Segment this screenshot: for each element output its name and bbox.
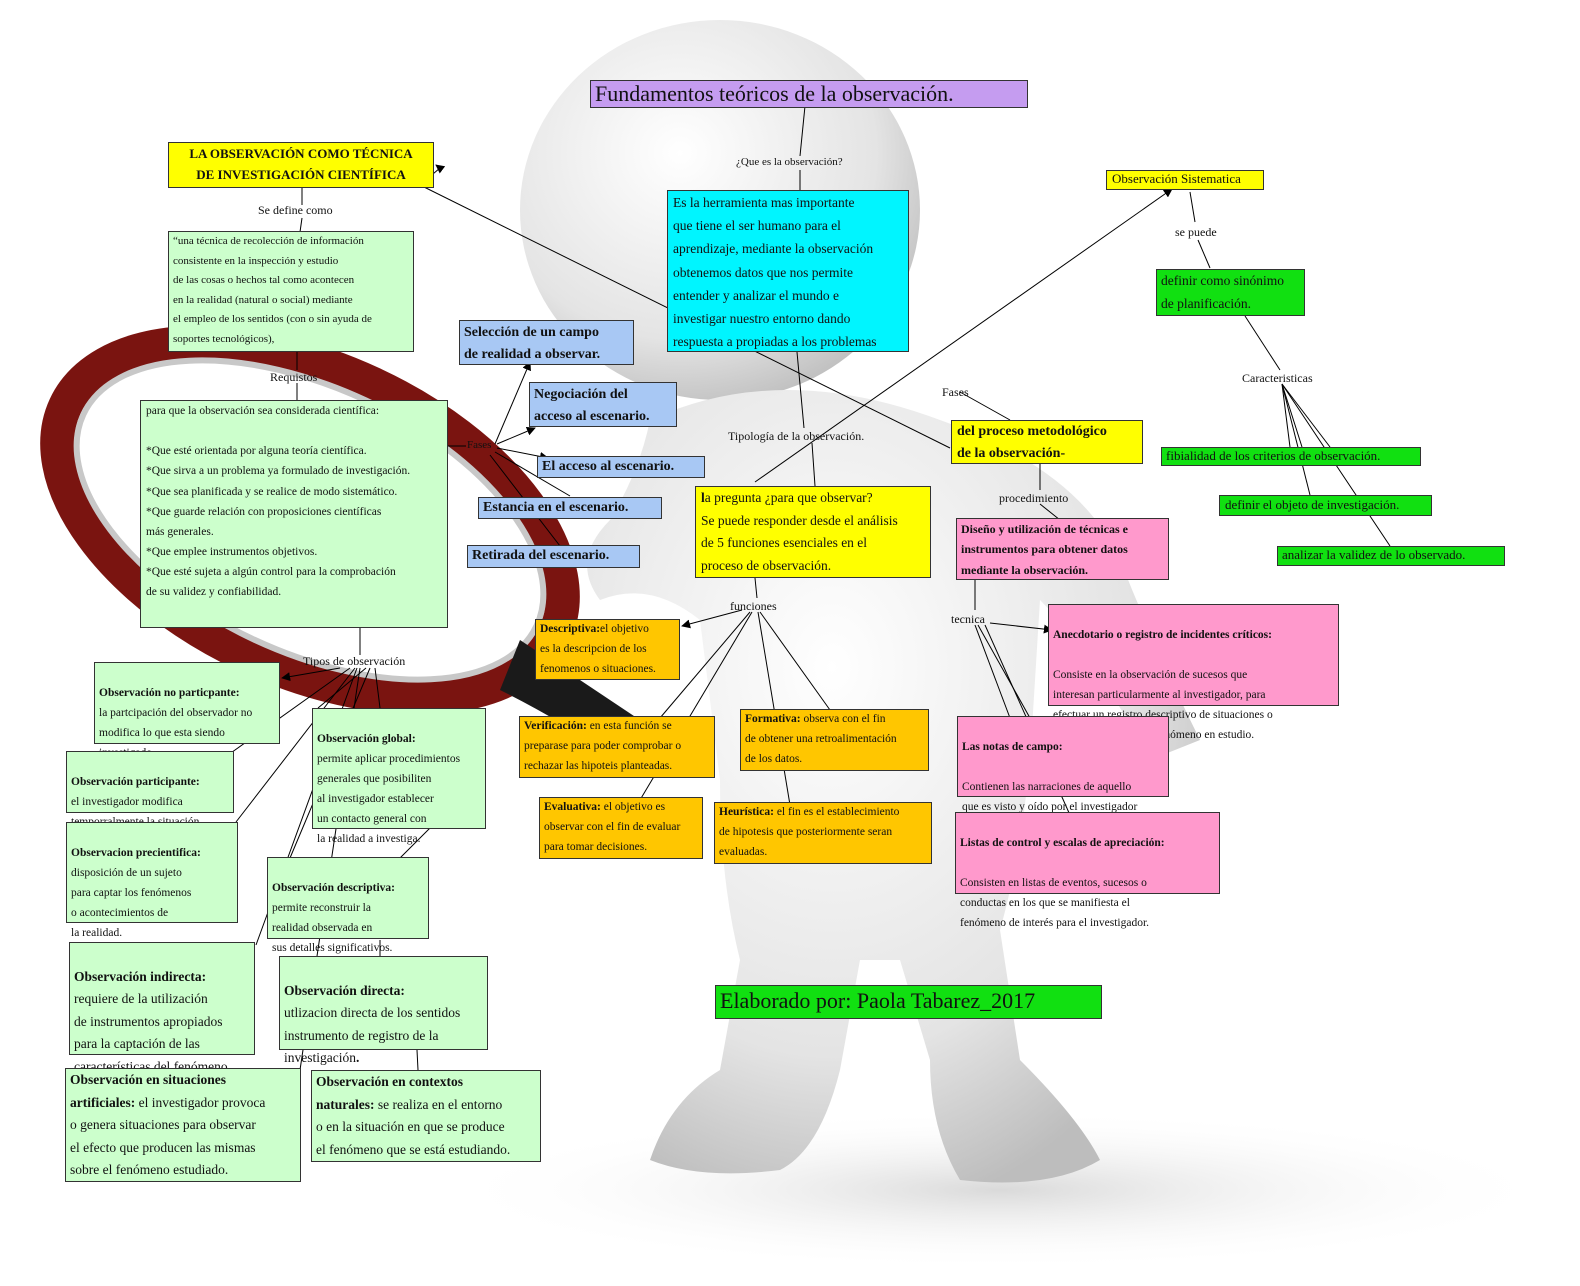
node-fase-2: Negociación del acceso al escenario. bbox=[529, 382, 677, 427]
node-descriptiva-obs: Observación descriptiva: permite reconst… bbox=[267, 857, 429, 954]
node-artificiales: Observación en situaciones artificiales:… bbox=[65, 1068, 301, 1182]
node-fase-3: El acceso al escenario. bbox=[537, 456, 705, 478]
link-label-tecnica: tecnica bbox=[951, 612, 985, 626]
link-label-tipos: Tipos de observación bbox=[303, 654, 406, 668]
node-descriptiva: Descriptiva:el objetivo es la descripcio… bbox=[535, 619, 680, 680]
node-planificacion: definir como sinónimo de planificación. bbox=[1156, 269, 1305, 316]
node-evaluativa-title: Evaluativa: bbox=[544, 801, 601, 813]
node-precientifica-text: disposición de un sujeto para captar los… bbox=[71, 867, 192, 939]
node-formativa-title: Formativa: bbox=[745, 713, 801, 725]
node-directa: Observación directa: utlizacion directa … bbox=[279, 956, 488, 1065]
node-listas: Listas de control y escalas de apreciaci… bbox=[955, 812, 1220, 929]
node-fase-1: Selección de un campo de realidad a obse… bbox=[459, 320, 634, 365]
node-descriptiva-obs-title: Observación descriptiva: bbox=[272, 882, 395, 894]
node-participante-title: Observación participante: bbox=[71, 776, 200, 788]
node-evaluativa-text: el objetivo es observar con el fin de ev… bbox=[544, 801, 681, 853]
link-label-tipologia: Tipología de la observación. bbox=[728, 429, 865, 443]
node-verificacion: Verificación: en esta función se prepara… bbox=[519, 716, 715, 778]
node-artificiales-title: Observación en situaciones artificiales: bbox=[70, 1072, 227, 1110]
node-global: Observación global: permite aplicar proc… bbox=[312, 708, 486, 845]
node-fase-5: Retirada del escenario. bbox=[467, 545, 640, 568]
node-participante: Observación participante: el investigado… bbox=[66, 751, 234, 828]
node-artificiales-text: el investigador provoca o genera situaci… bbox=[70, 1094, 266, 1178]
node-notas-title: Las notas de campo: bbox=[962, 741, 1063, 753]
node-formativa-text: observa con el fin de obtener una retroa… bbox=[745, 713, 897, 765]
node-heuristica-title: Heurística: bbox=[719, 806, 774, 818]
node-listas-text: Consisten en listas de eventos, sucesos … bbox=[960, 877, 1150, 929]
node-naturales-text: se realiza en el entorno o en la situaci… bbox=[316, 1096, 511, 1157]
node-global-title: Observación global: bbox=[317, 733, 416, 745]
node-requisitos: para que la observación sea considerada … bbox=[140, 400, 448, 628]
node-verificacion-text: en esta función se preparase para poder … bbox=[524, 720, 682, 772]
node-naturales-title: Observación en contextos naturales: bbox=[316, 1074, 463, 1112]
node-descriptiva-title: Descriptiva: bbox=[540, 623, 601, 635]
node-pregunta: la pregunta ¿para que observar? Se puede… bbox=[695, 486, 931, 578]
link-label-requistos: Requistos bbox=[270, 370, 318, 384]
node-precientifica: Observacion precientifica: disposición d… bbox=[66, 822, 238, 939]
node-naturales: Observación en contextos naturales: se r… bbox=[311, 1070, 541, 1162]
node-pregunta-prefix: l bbox=[701, 490, 705, 505]
node-pregunta-text: a pregunta ¿para que observar? Se puede … bbox=[701, 490, 898, 574]
node-fase-4: Estancia en el escenario. bbox=[478, 497, 662, 519]
author-credit: Elaborado por: Paola Tabarez_2017 bbox=[715, 985, 1102, 1019]
node-indirecta-title: Observación indirecta: bbox=[74, 968, 207, 984]
node-no-participante: Observación no particpante: la partcipac… bbox=[94, 662, 280, 759]
node-anecdotario-title: Anecdotario o registro de incidentes crí… bbox=[1053, 629, 1272, 641]
node-diseno: Diseño y utilización de técnicas e instr… bbox=[956, 518, 1169, 580]
node-anecdotario-text: Consiste en la observación de sucesos qu… bbox=[1053, 669, 1273, 741]
node-sistematica: Observación Sistematica bbox=[1106, 170, 1264, 190]
figure-body bbox=[587, 390, 1200, 1183]
link-label-funciones: funciones bbox=[730, 599, 777, 613]
link-label-fases-left: Fases bbox=[467, 439, 492, 451]
node-caracteristica-1: fibialidad de los criterios de observaci… bbox=[1161, 447, 1421, 466]
node-definicion: “una técnica de recolección de informaci… bbox=[168, 231, 414, 352]
node-caracteristica-3: analizar la validez de lo observado. bbox=[1277, 546, 1505, 566]
node-formativa: Formativa: observa con el fin de obtener… bbox=[740, 709, 929, 771]
node-heuristica-text: el fin es el establecimiento de hipotesi… bbox=[719, 806, 900, 858]
node-precientifica-title: Observacion precientifica: bbox=[71, 847, 201, 859]
node-directa-period: . bbox=[355, 1050, 360, 1066]
node-que-es-respuesta: Es la herramienta mas importante que tie… bbox=[667, 190, 909, 352]
node-indirecta: Observación indirecta: requiere de la ut… bbox=[69, 942, 255, 1074]
link-label-procedimiento: procedimiento bbox=[999, 491, 1069, 505]
node-evaluativa: Evaluativa: el objetivo es observar con … bbox=[539, 797, 703, 859]
node-notas: Las notas de campo: Contienen las narrac… bbox=[957, 716, 1169, 833]
node-anecdotario: Anecdotario o registro de incidentes crí… bbox=[1048, 604, 1339, 741]
node-proceso-metodologico: del proceso metodológico de la observaci… bbox=[951, 420, 1143, 464]
page-title: Fundamentos teóricos de la observación. bbox=[590, 80, 1028, 108]
link-label-que-es: ¿Que es la observación? bbox=[736, 156, 843, 168]
link-label-se-define: Se define como bbox=[258, 203, 333, 217]
link-label-se-puede: se puede bbox=[1175, 225, 1217, 239]
node-descriptiva-text: el objetivo es la descripcion de los fen… bbox=[540, 623, 656, 675]
link-label-caracteristicas: Caracteristicas bbox=[1242, 371, 1313, 385]
node-verificacion-title: Verificación: bbox=[524, 720, 587, 732]
node-listas-title: Listas de control y escalas de apreciaci… bbox=[960, 837, 1165, 849]
node-directa-text: utlizacion directa de los sentidos instr… bbox=[284, 1005, 461, 1066]
node-directa-title: Observación directa: bbox=[284, 982, 405, 998]
node-indirecta-text: requiere de la utilización de instrument… bbox=[74, 991, 232, 1074]
link-label-fases-right: Fases bbox=[942, 385, 969, 399]
node-caracteristica-2: definir el objeto de investigación. bbox=[1219, 495, 1432, 516]
node-no-participante-title: Observación no particpante: bbox=[99, 687, 240, 699]
node-tecnica-investigacion: LA OBSERVACIÓN COMO TÉCNICA DE INVESTIGA… bbox=[168, 142, 434, 188]
node-descriptiva-obs-text: permite reconstruir la realidad observad… bbox=[272, 902, 393, 954]
node-global-text: permite aplicar procedimientos generales… bbox=[317, 753, 461, 845]
node-heuristica: Heurística: el fin es el establecimiento… bbox=[714, 802, 932, 864]
